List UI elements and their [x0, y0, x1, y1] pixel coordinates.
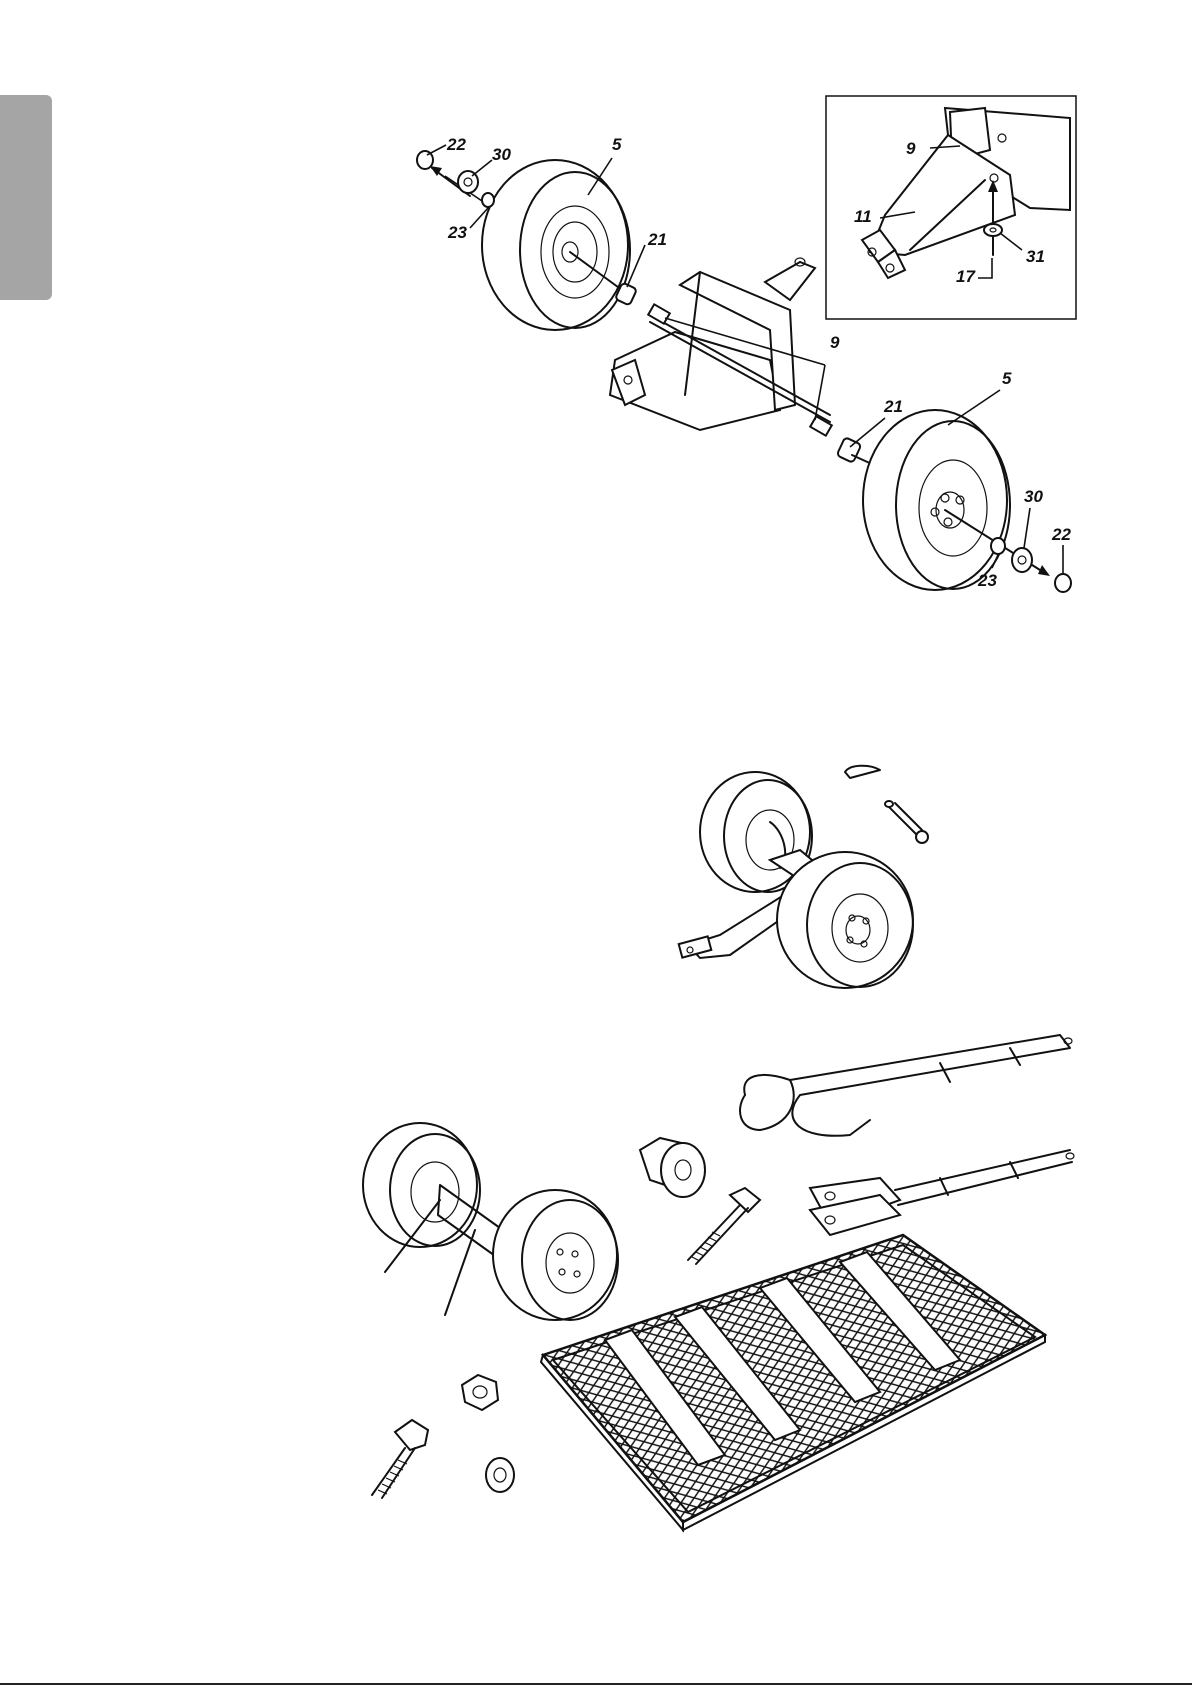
short-bolt — [372, 1420, 428, 1498]
callout-21-right: 21 — [883, 397, 903, 416]
hex-nut — [462, 1375, 498, 1410]
callout-23-right: 23 — [977, 571, 997, 590]
wheel-left — [482, 160, 630, 330]
callout-21-left: 21 — [647, 230, 667, 249]
callout-22-right: 22 — [1051, 525, 1071, 544]
assembled-wheelset — [679, 766, 928, 988]
callout-30-left: 30 — [492, 145, 511, 164]
inset-callout-11: 11 — [854, 207, 872, 226]
tow-handle — [740, 1035, 1072, 1136]
long-bolt — [688, 1188, 760, 1264]
tongue-extension — [810, 1150, 1074, 1235]
callout-9: 9 — [830, 333, 840, 352]
inset-callout-31: 31 — [1026, 247, 1045, 266]
parts-layout — [363, 1035, 1074, 1530]
callout-23-left: 23 — [447, 223, 467, 242]
inset-callout-17: 17 — [956, 267, 976, 286]
hex-spacer — [640, 1138, 705, 1197]
callout-22-left: 22 — [446, 135, 466, 154]
cotter-pin — [845, 766, 880, 778]
inset-detail: 9 11 31 17 — [826, 96, 1076, 319]
wheel-assembly-bottom — [363, 1123, 618, 1320]
flat-washer — [486, 1458, 514, 1492]
callout-30-right: 30 — [1024, 487, 1043, 506]
wheel-right — [863, 410, 1010, 590]
inset-callout-9: 9 — [906, 139, 916, 158]
axle-frame — [610, 258, 832, 436]
callout-5-left: 5 — [612, 135, 622, 154]
callout-5-right: 5 — [1002, 369, 1012, 388]
